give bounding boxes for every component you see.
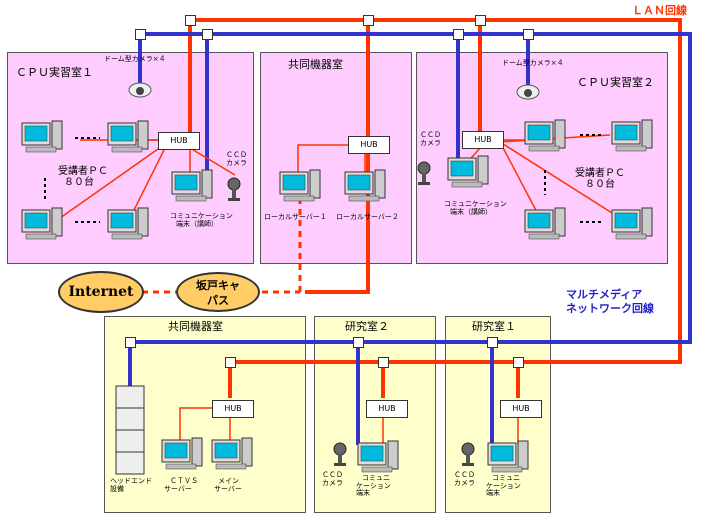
hub-lab-1: HUB	[500, 400, 542, 418]
ccd-camera-label: ＣＣＤ カメラ	[322, 471, 343, 487]
junction-node	[487, 337, 498, 348]
ctvs-server-icon	[161, 437, 203, 470]
ccd-camera-icon	[417, 161, 431, 186]
room-title-lab-2: 研究室２	[345, 320, 389, 333]
junction-node	[378, 357, 389, 368]
trainee-pc-icon	[524, 207, 566, 240]
trainee-pc-icon	[21, 207, 63, 240]
trainee-pc-icon	[21, 120, 63, 153]
communication-terminal-label: コミュニ ケーション 端末	[486, 474, 521, 498]
headend-rack-icon	[115, 385, 145, 475]
junction-node	[185, 15, 196, 26]
communication-terminal-icon	[171, 169, 213, 202]
ccd-camera-label: ＣＣＤ カメラ	[454, 471, 475, 487]
dome-camera-icon	[516, 84, 540, 100]
junction-node	[453, 29, 464, 40]
room-title-cpu-lab-1: ＣＰＵ実習室１	[16, 66, 93, 79]
room-title-shared-top: 共同機器室	[288, 58, 343, 71]
junction-node	[513, 357, 524, 368]
trainee-pc-label: 受講者ＰＣ ８０台	[575, 168, 625, 190]
room-shared-equipment-top	[260, 52, 412, 264]
dome-camera-label: ドーム型カメラ×４	[502, 59, 564, 67]
local-server-2-label: ローカルサーバー２	[336, 213, 399, 221]
communication-terminal-icon	[487, 440, 529, 473]
hub-shared-bottom: HUB	[212, 400, 254, 418]
lan-line-legend: ＬＡＮ回線	[632, 4, 687, 17]
trainee-pc-icon	[107, 120, 149, 153]
ccd-camera-icon	[333, 442, 347, 467]
main-server-label: メイン サーバー	[214, 477, 242, 493]
junction-node	[135, 29, 146, 40]
junction-node	[202, 29, 213, 40]
communication-terminal-label: コミュニケーション 端末（講師）	[170, 212, 233, 228]
junction-node	[523, 29, 534, 40]
ccd-camera-icon	[461, 442, 475, 467]
trainee-pc-icon	[107, 207, 149, 240]
hub-cpu-lab-2: HUB	[462, 131, 504, 149]
ctvs-server-label: ＣＴＶＳ サーバー	[164, 477, 198, 493]
trainee-pc-label: 受講者ＰＣ ８０台	[58, 166, 108, 188]
ccd-camera-label: ＣＣＤ カメラ	[226, 151, 247, 167]
trainee-pc-icon	[524, 119, 566, 152]
junction-node	[363, 15, 374, 26]
internet-node: Internet	[58, 271, 144, 313]
local-server-1-label: ローカルサーバー１	[264, 213, 327, 221]
junction-node	[475, 15, 486, 26]
junction-node	[125, 337, 136, 348]
room-title-lab-1: 研究室１	[472, 320, 516, 333]
dome-camera-label: ドーム型カメラ×４	[104, 55, 166, 63]
dome-camera-icon	[128, 82, 152, 98]
trainee-pc-icon	[611, 207, 653, 240]
ccd-camera-label: ＣＣＤ カメラ	[420, 131, 441, 147]
ccd-camera-icon	[227, 177, 241, 202]
hub-lab-2: HUB	[366, 400, 408, 418]
hub-cpu-lab-1: HUB	[158, 132, 200, 150]
room-title-shared-bottom: 共同機器室	[168, 320, 223, 333]
room-title-cpu-lab-2: ＣＰＵ実習室２	[577, 76, 654, 89]
local-server-icon	[279, 169, 321, 202]
local-server-icon	[344, 169, 386, 202]
main-server-icon	[211, 437, 253, 470]
multimedia-network-legend: マルチメディア ネットワーク回線	[566, 288, 654, 315]
junction-node	[225, 357, 236, 368]
communication-terminal-label: コミュニケーション 端末（講師）	[444, 200, 507, 216]
hub-shared-top: HUB	[348, 136, 390, 154]
communication-terminal-icon	[447, 155, 489, 188]
communication-terminal-label: コミュニ ケーション 端末	[356, 474, 391, 498]
junction-node	[353, 337, 364, 348]
trainee-pc-icon	[611, 119, 653, 152]
sakado-campus-node: 坂戸キャ パス	[176, 272, 260, 312]
communication-terminal-icon	[357, 440, 399, 473]
headend-label: ヘッドエンド 設備	[110, 477, 152, 493]
